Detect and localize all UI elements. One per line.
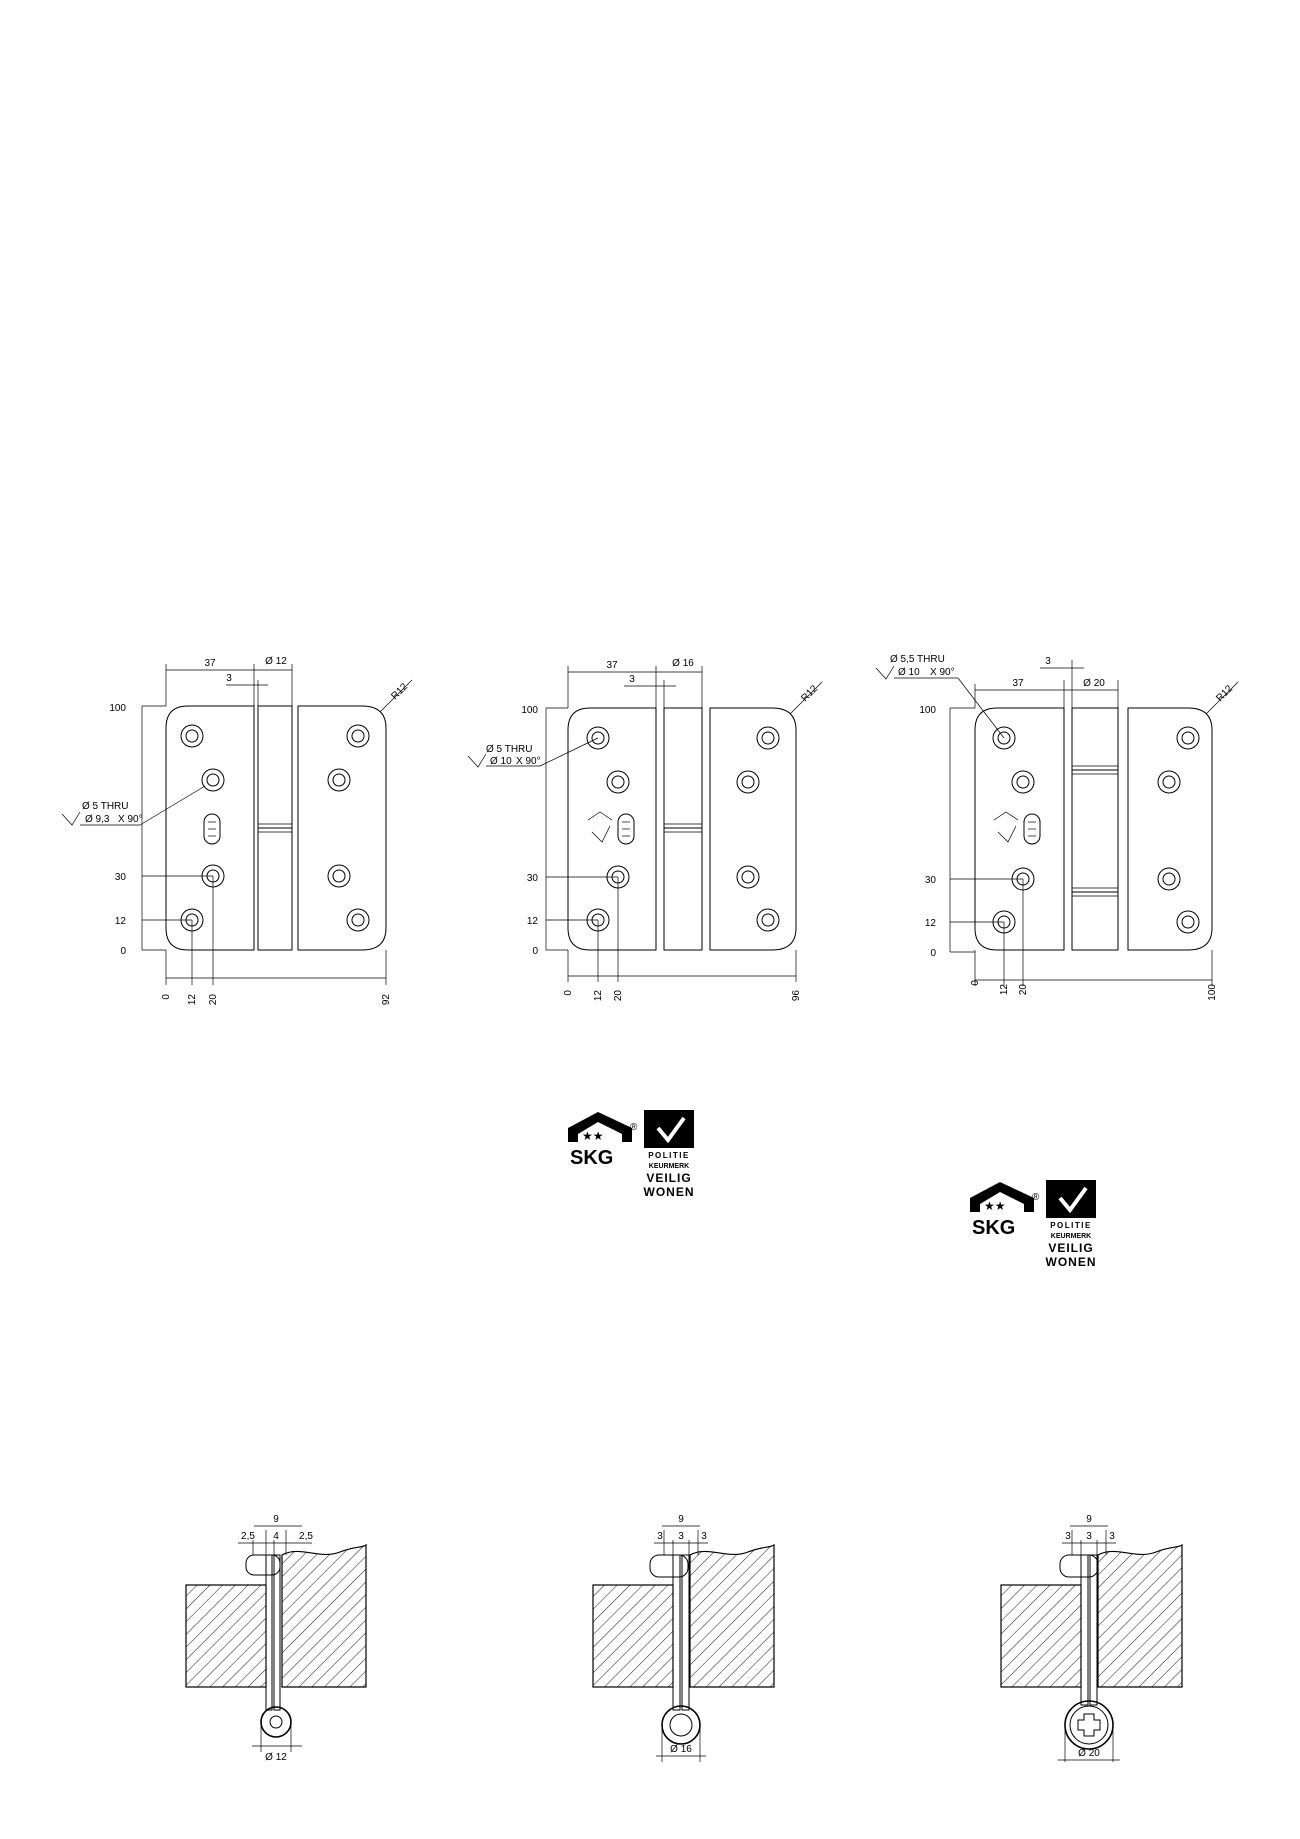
skg-star-icon: ★★ [984, 1199, 1006, 1213]
h2-dim-h-0: 0 [563, 990, 574, 996]
s3-total: 9 [1086, 1514, 1092, 1525]
h1-dim-pin: Ø 12 [265, 656, 287, 667]
h3-dim-v-0: 0 [930, 948, 936, 959]
h1-hole-csk: Ø 9,3 [85, 814, 110, 825]
skg-house-icon [970, 1182, 1034, 1212]
h1-dim-v-100: 100 [109, 703, 126, 714]
s1-part-2: 4 [273, 1531, 279, 1542]
logo1-politie: POLITIE [648, 1151, 690, 1160]
hinge-2-section-view: 9 3 3 3 Ø 16 [592, 1514, 775, 1762]
h2-hole-angle: X 90° [516, 756, 541, 767]
s1-total: 9 [273, 1514, 279, 1525]
logo2-keurmerk: KEURMERK [1051, 1233, 1091, 1240]
h2-dim-pin: Ø 16 [672, 658, 694, 669]
hinge-2-front-view: 100 30 12 0 0 12 20 96 37 3 Ø 16 R12 Ø 5… [467, 658, 823, 1002]
h2-dim-37: 37 [606, 660, 618, 671]
h2-dim-h-96: 96 [791, 990, 802, 1002]
h2-dim-h-20: 20 [613, 990, 624, 1002]
hinge-1-front-view: 100 30 12 0 0 12 20 92 37 3 Ø 12 R12 Ø 5… [61, 656, 413, 1006]
logo1-wonen: WONEN [644, 1185, 695, 1199]
h1-dim-h-12: 12 [187, 994, 198, 1006]
h3-dim-radius: R12 [1214, 683, 1235, 704]
skg-star-icon: ★★ [582, 1129, 604, 1143]
h1-dim-radius: R12 [389, 681, 410, 702]
s2-pin: Ø 16 [670, 1744, 692, 1755]
logo-group-1: ★★ SKG ® POLITIE KEURMERK VEILIG WONEN [568, 1110, 695, 1199]
hinge-1-section-view: 9 2,5 4 2,5 Ø 12 [185, 1514, 367, 1763]
s1-pin: Ø 12 [265, 1752, 287, 1763]
hinge-3-section-view: 9 3 3 3 Ø 20 [1000, 1514, 1183, 1762]
h3-dim-v-100: 100 [919, 705, 936, 716]
skg-house-icon [568, 1112, 632, 1142]
h2-dim-v-12: 12 [527, 916, 539, 927]
h1-dim-h-92: 92 [381, 994, 392, 1006]
hinge-3-front-view: 100 30 12 0 0 12 20 100 37 3 Ø 20 R12 Ø … [875, 654, 1239, 1001]
h1-hole-thru: Ø 5 THRU [82, 801, 129, 812]
h3-hole-angle: X 90° [930, 667, 955, 678]
s1-part-1: 2,5 [241, 1531, 255, 1542]
s3-part-2: 3 [1086, 1531, 1092, 1542]
h1-dim-v-12: 12 [115, 916, 127, 927]
h3-dim-v-12: 12 [925, 918, 937, 929]
logo2-reg: ® [1032, 1192, 1040, 1203]
logo2-skg: SKG [972, 1217, 1015, 1239]
logo2-politie: POLITIE [1050, 1221, 1092, 1230]
politie-badge-icon [644, 1110, 694, 1148]
h3-dim-37: 37 [1012, 678, 1024, 689]
h3-dim-h-12: 12 [999, 984, 1010, 996]
h2-hole-csk: Ø 10 [490, 756, 512, 767]
h2-dim-v-0: 0 [532, 946, 538, 957]
logo-group-2: ★★ SKG ® POLITIE KEURMERK VEILIG WONEN [970, 1180, 1097, 1269]
logo2-veilig: VEILIG [1048, 1241, 1093, 1255]
h2-dim-h-12: 12 [593, 990, 604, 1002]
h1-dim-h-0: 0 [161, 994, 172, 1000]
h2-hole-thru: Ø 5 THRU [486, 744, 533, 755]
h2-dim-3: 3 [629, 674, 635, 685]
s2-part-3: 3 [701, 1531, 707, 1542]
h1-dim-37: 37 [204, 658, 216, 669]
s3-part-3: 3 [1109, 1531, 1115, 1542]
h1-dim-v-0: 0 [120, 946, 126, 957]
logo1-keurmerk: KEURMERK [649, 1163, 689, 1170]
s2-part-2: 3 [678, 1531, 684, 1542]
h2-dim-radius: R12 [799, 683, 820, 704]
h3-dim-pin: Ø 20 [1083, 678, 1105, 689]
politie-badge-icon [1046, 1180, 1096, 1218]
h1-dim-3: 3 [226, 673, 232, 684]
s2-total: 9 [678, 1514, 684, 1525]
logo1-skg: SKG [570, 1147, 613, 1169]
h3-dim-h-0: 0 [970, 980, 981, 986]
logo1-veilig: VEILIG [646, 1171, 691, 1185]
logo2-wonen: WONEN [1046, 1255, 1097, 1269]
h3-dim-h-20: 20 [1018, 984, 1029, 996]
h2-dim-v-30: 30 [527, 873, 539, 884]
h2-dim-v-100: 100 [521, 705, 538, 716]
s3-part-1: 3 [1065, 1531, 1071, 1542]
h3-dim-3: 3 [1045, 656, 1051, 667]
h3-hole-csk: Ø 10 [898, 667, 920, 678]
s3-pin: Ø 20 [1078, 1748, 1100, 1759]
h3-dim-h-100: 100 [1207, 984, 1218, 1001]
h3-dim-v-30: 30 [925, 875, 937, 886]
h3-hole-thru: Ø 5,5 THRU [890, 654, 945, 665]
s1-part-3: 2,5 [299, 1531, 313, 1542]
h1-hole-angle: X 90° [118, 814, 143, 825]
s2-part-1: 3 [657, 1531, 663, 1542]
logo1-reg: ® [630, 1122, 638, 1133]
h1-dim-h-20: 20 [208, 994, 219, 1006]
h1-dim-v-30: 30 [115, 872, 127, 883]
